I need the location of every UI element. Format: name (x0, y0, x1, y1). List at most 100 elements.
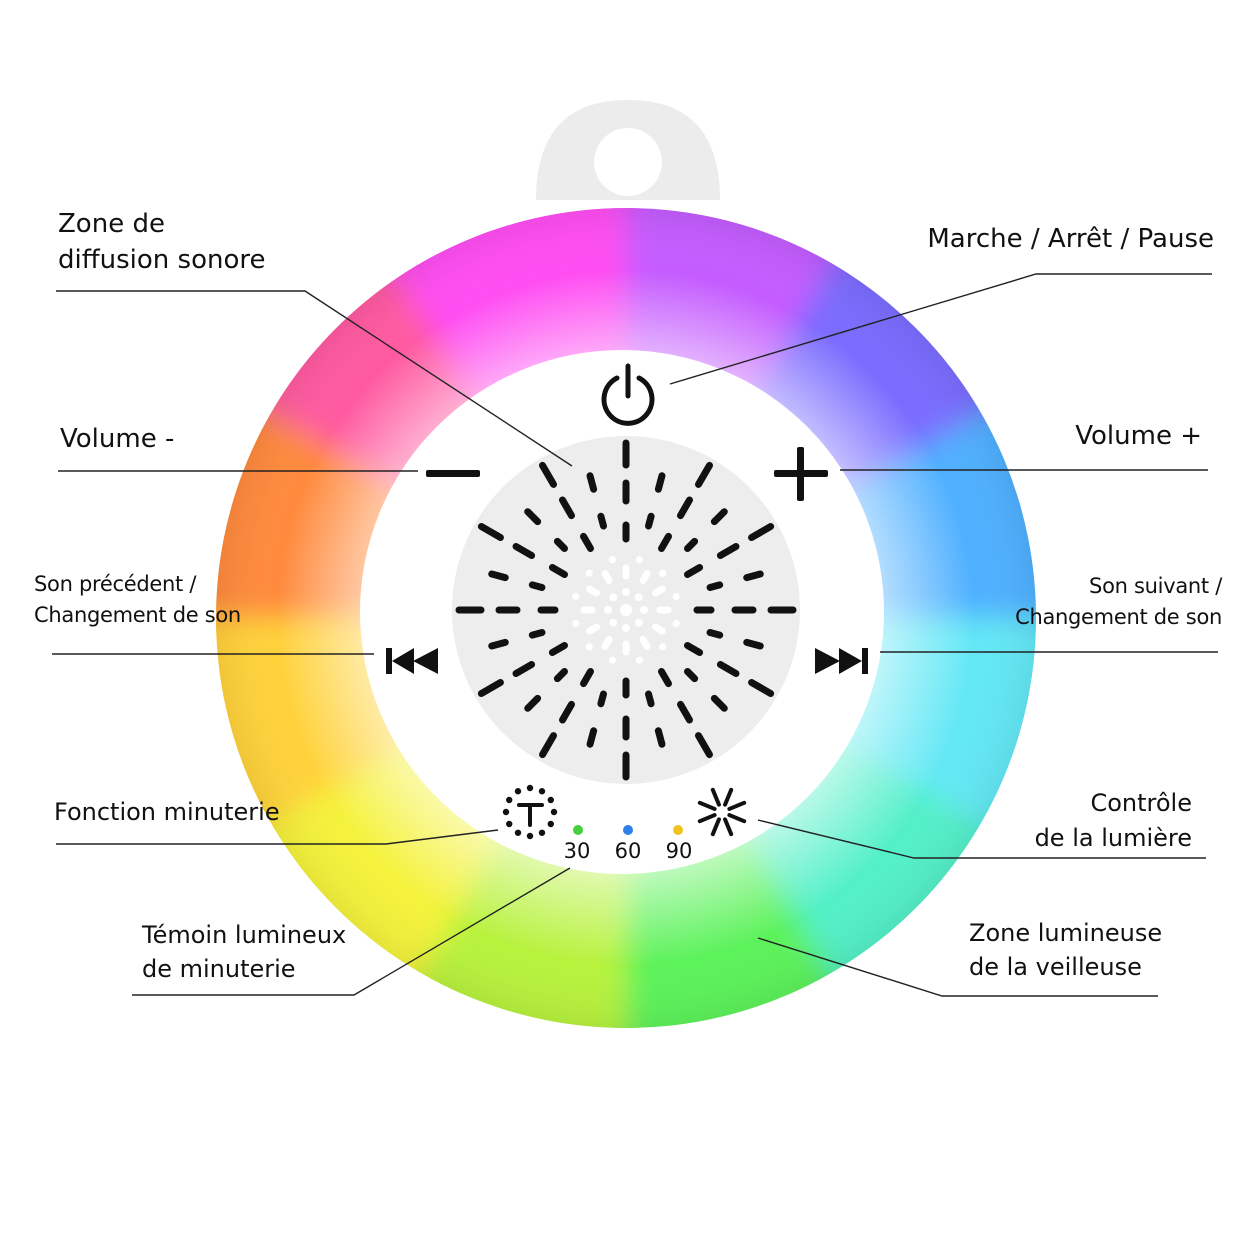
grille-hole (609, 593, 618, 602)
grille-slot (654, 727, 666, 748)
label-light-line2: de la lumière (1034, 824, 1192, 852)
grille-slot (553, 537, 568, 552)
label-zone-diffusion: Zone de diffusion sonore (58, 206, 266, 278)
grille-slot (743, 570, 764, 582)
label-power: Marche / Arrêt / Pause (927, 222, 1214, 256)
timer-clock-icon[interactable] (502, 784, 558, 840)
leader-timer (56, 829, 499, 845)
grille-slot (477, 523, 504, 541)
speaker-grille-holes (455, 439, 797, 781)
clock-dot (514, 829, 522, 836)
label-night-light: Zone lumineuse de la veilleuse (969, 916, 1162, 984)
grille-slot (512, 661, 536, 677)
grille-hole (622, 624, 630, 632)
label-timer-indicator: Témoin lumineux de minuterie (142, 918, 346, 986)
label-prev-line2: Changement de son (34, 603, 241, 627)
sun-ray (710, 817, 721, 837)
sun-ray (697, 800, 717, 811)
label-next-line2: Changement de son (1015, 605, 1222, 629)
grille-hole (608, 556, 617, 564)
grille-slot (639, 635, 651, 650)
grille-slot (683, 642, 704, 656)
grille-slot (645, 690, 655, 708)
clock-dot (538, 829, 546, 836)
grille-slot (548, 642, 569, 656)
grille-slot (748, 679, 775, 697)
grille-slot (539, 461, 557, 488)
grille-hole (609, 618, 618, 627)
light-sun-icon[interactable] (697, 787, 747, 837)
grille-slot (658, 532, 672, 553)
grille-hole (659, 569, 667, 577)
grille-slot (586, 472, 598, 493)
grille-slot (586, 727, 598, 748)
grille-slot (706, 581, 724, 591)
timer-dot-60 (623, 825, 633, 835)
label-power-text: Marche / Arrêt / Pause (927, 224, 1214, 254)
grille-hole (634, 593, 643, 602)
clock-dot (506, 820, 513, 828)
grille-hole (572, 592, 580, 601)
grille-slot (512, 543, 536, 559)
grille-slot (683, 564, 704, 578)
timer-dot-90 (673, 825, 683, 835)
grille-slot (597, 512, 607, 530)
timer-value-60: 60 (615, 839, 642, 863)
grille-hole (572, 619, 580, 628)
minus-icon[interactable] (426, 470, 480, 477)
grille-slot (748, 523, 775, 541)
clock-dot (526, 784, 534, 792)
label-timer-indicator-line2: de minuterie (142, 955, 296, 983)
grille-slot (553, 668, 568, 683)
grille-slot (645, 512, 655, 530)
grille-slot (586, 585, 601, 597)
grille-slot (477, 679, 504, 697)
grille-slot (677, 700, 693, 724)
grille-slot (528, 629, 546, 639)
grille-hole (640, 606, 648, 614)
clock-dot (538, 788, 546, 795)
timer-value-90: 90 (666, 839, 693, 863)
grille-slot (524, 694, 542, 712)
grille-slot (580, 667, 594, 688)
grille-slot (658, 667, 672, 688)
grille-hole (659, 643, 667, 651)
leader-lines (52, 273, 1218, 997)
sun-ray (727, 813, 747, 824)
grille-slot (710, 508, 728, 526)
clock-dot (547, 796, 554, 804)
label-zone-diffusion-line1: Zone de (58, 209, 165, 239)
label-light-line1: Contrôle (1090, 789, 1192, 817)
label-night-light-line2: de la veilleuse (969, 953, 1142, 981)
grille-slot (651, 623, 666, 635)
grille-slot (580, 532, 594, 553)
grille-slot (488, 570, 509, 582)
label-volume-plus: Volume + (1075, 419, 1202, 453)
label-volume-minus: Volume - (60, 422, 174, 456)
label-timer-indicator-line1: Témoin lumineux (142, 921, 347, 949)
clock-dot (506, 796, 513, 804)
grille-slot (654, 472, 666, 493)
grille-slot (710, 694, 728, 712)
grille-slot (539, 732, 557, 759)
plus-icon[interactable] (774, 447, 828, 501)
clock-dot (514, 788, 522, 795)
grille-slot (559, 700, 575, 724)
sun-ray (697, 813, 717, 824)
previous-icon[interactable] (386, 648, 438, 674)
label-prev: Son précédent / Changement de son (34, 569, 241, 631)
sun-ray (723, 817, 734, 837)
hanger-loop (536, 100, 720, 200)
label-light: Contrôle de la lumière (1035, 786, 1192, 856)
leader-zone-diffusion (56, 290, 573, 467)
grille-slot (524, 508, 542, 526)
grille-slot (651, 585, 666, 597)
next-icon[interactable] (815, 648, 868, 674)
power-icon[interactable] (601, 363, 655, 426)
sun-ray (723, 787, 734, 807)
grille-slot (639, 570, 651, 585)
grille-slot (586, 623, 601, 635)
grille-slot (597, 690, 607, 708)
label-prev-line1: Son précédent / (34, 572, 197, 596)
